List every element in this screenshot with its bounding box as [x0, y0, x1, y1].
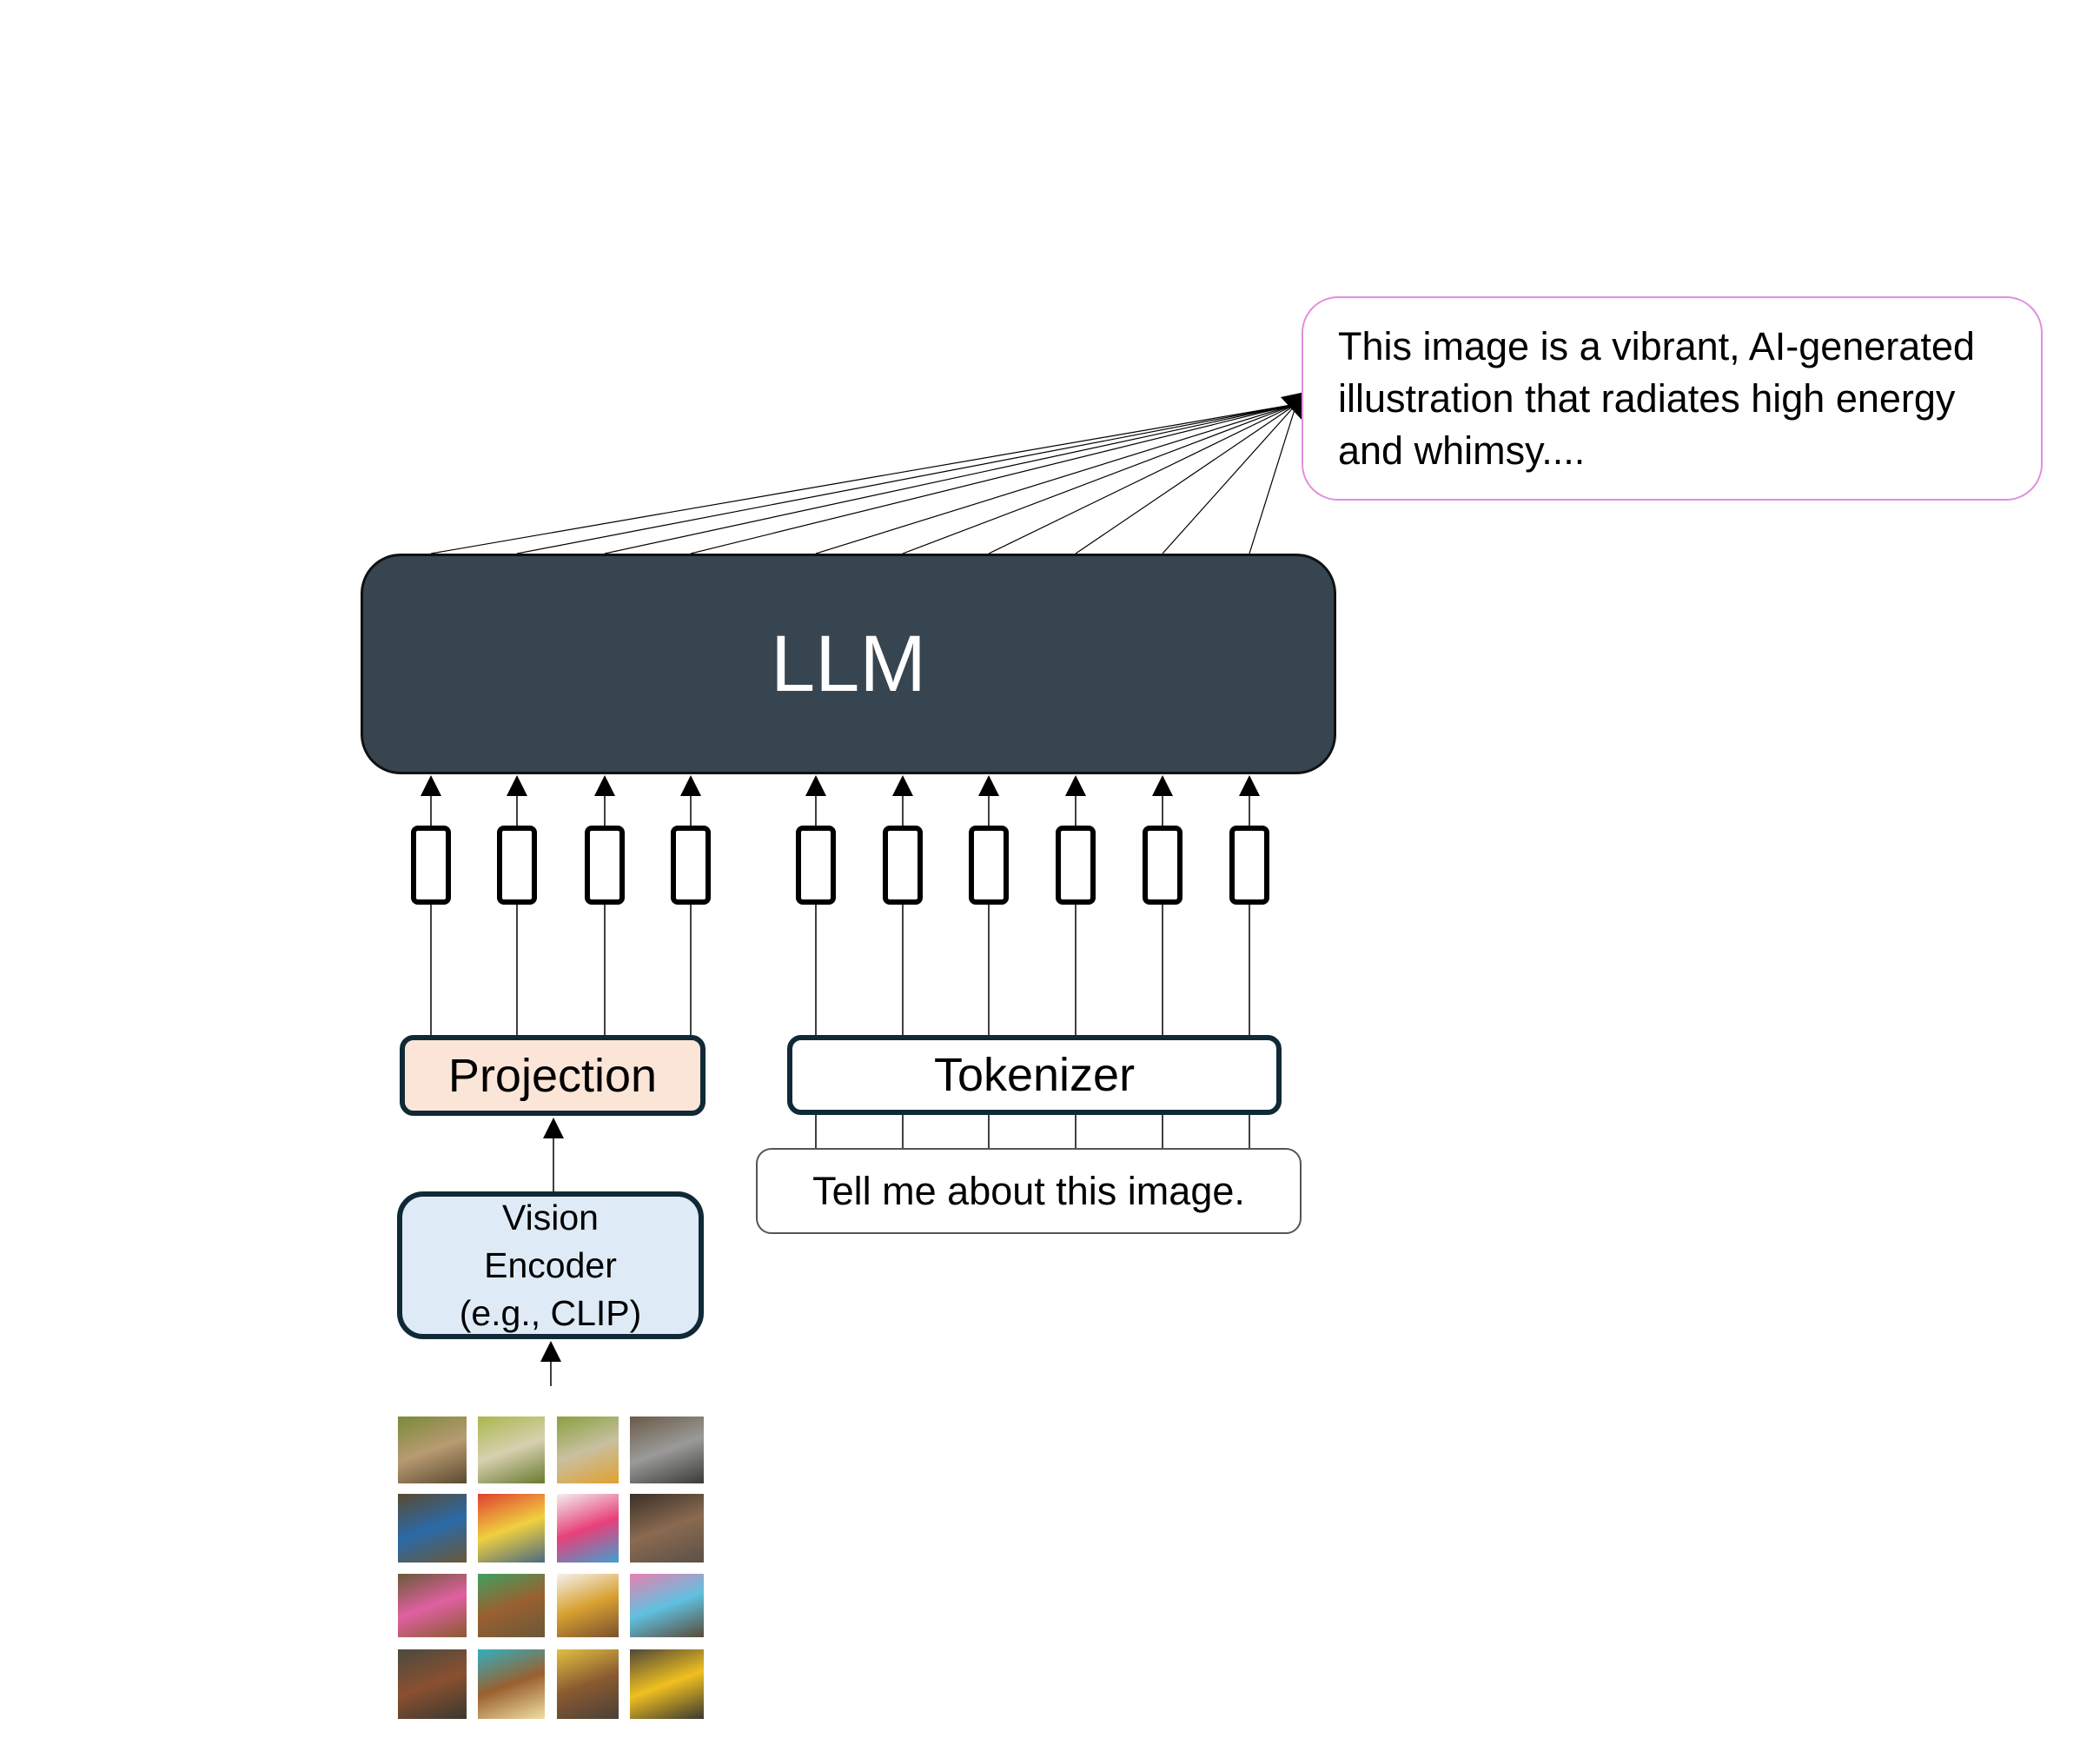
up-arrowhead-icon — [892, 775, 913, 796]
image-token-embedding — [671, 826, 711, 905]
image-patch — [398, 1417, 467, 1483]
up-arrowhead-icon — [507, 775, 527, 796]
llm-to-response-line — [690, 403, 1297, 554]
projection-label: Projection — [447, 1049, 658, 1102]
up-arrowhead-icon — [1239, 775, 1260, 796]
image-patch — [630, 1417, 704, 1483]
image-patch — [557, 1494, 619, 1563]
arrowhead-icon — [1281, 392, 1305, 421]
up-arrowhead-icon — [1152, 775, 1173, 796]
llm-to-response-line — [516, 403, 1297, 554]
image-token-embedding — [497, 826, 537, 905]
up-arrowhead-icon — [805, 775, 826, 796]
image-token-embedding — [411, 826, 451, 905]
up-arrowhead-icon — [978, 775, 999, 796]
image-patch — [478, 1417, 545, 1483]
llm-to-response-line — [1249, 403, 1297, 554]
llm-to-response-line — [1075, 403, 1297, 554]
llm-to-response-line — [902, 403, 1297, 554]
text-token-embedding — [969, 826, 1009, 905]
text-token-embedding — [883, 826, 923, 905]
llm-to-response-line — [815, 403, 1297, 554]
llm-response-bubble: This image is a vibrant, AI-generated il… — [1302, 296, 2043, 501]
projection-block: Projection — [400, 1035, 706, 1116]
image-patch — [557, 1574, 619, 1637]
image-patch — [630, 1649, 704, 1719]
encoder-label-line: Encoder — [484, 1244, 617, 1285]
vision-encoder-block: Vision Encoder (e.g., CLIP) — [397, 1191, 704, 1339]
up-arrowhead-icon — [680, 775, 701, 796]
llm-to-response-line — [1162, 403, 1297, 554]
image-patch — [478, 1649, 545, 1719]
image-patch — [398, 1649, 467, 1719]
up-arrowhead-icon — [594, 775, 615, 796]
image-token-embedding — [585, 826, 625, 905]
response-text: This image is a vibrant, AI-generated il… — [1338, 323, 1975, 473]
encoder-label-line: (e.g., CLIP) — [459, 1292, 642, 1333]
image-patch — [398, 1494, 467, 1563]
tokenizer-label: Tokenizer — [933, 1049, 1136, 1101]
prompt-text: Tell me about this image. — [812, 1168, 1245, 1213]
up-arrowhead-icon — [540, 1341, 561, 1362]
llm-label: LLM — [771, 619, 926, 708]
image-patch — [557, 1649, 619, 1719]
image-patch — [630, 1574, 704, 1637]
encoder-label-line: Vision — [502, 1197, 599, 1237]
up-arrowhead-icon — [421, 775, 441, 796]
llm-to-response-line — [430, 403, 1297, 554]
llm-to-response-line — [988, 403, 1297, 554]
image-patch — [630, 1494, 704, 1563]
text-token-embedding — [1229, 826, 1269, 905]
text-token-embedding — [1056, 826, 1096, 905]
text-token-embedding — [1143, 826, 1182, 905]
up-arrowhead-icon — [543, 1118, 564, 1138]
text-token-embedding — [796, 826, 836, 905]
image-patch — [478, 1574, 545, 1637]
text-prompt-box: Tell me about this image. — [756, 1148, 1302, 1234]
llm-to-response-line — [604, 403, 1297, 554]
image-patch — [557, 1417, 619, 1483]
image-patch — [478, 1494, 545, 1563]
tokenizer-block: Tokenizer — [787, 1035, 1282, 1115]
image-patch — [398, 1574, 467, 1637]
llm-block: LLM — [361, 554, 1336, 774]
up-arrowhead-icon — [1065, 775, 1086, 796]
